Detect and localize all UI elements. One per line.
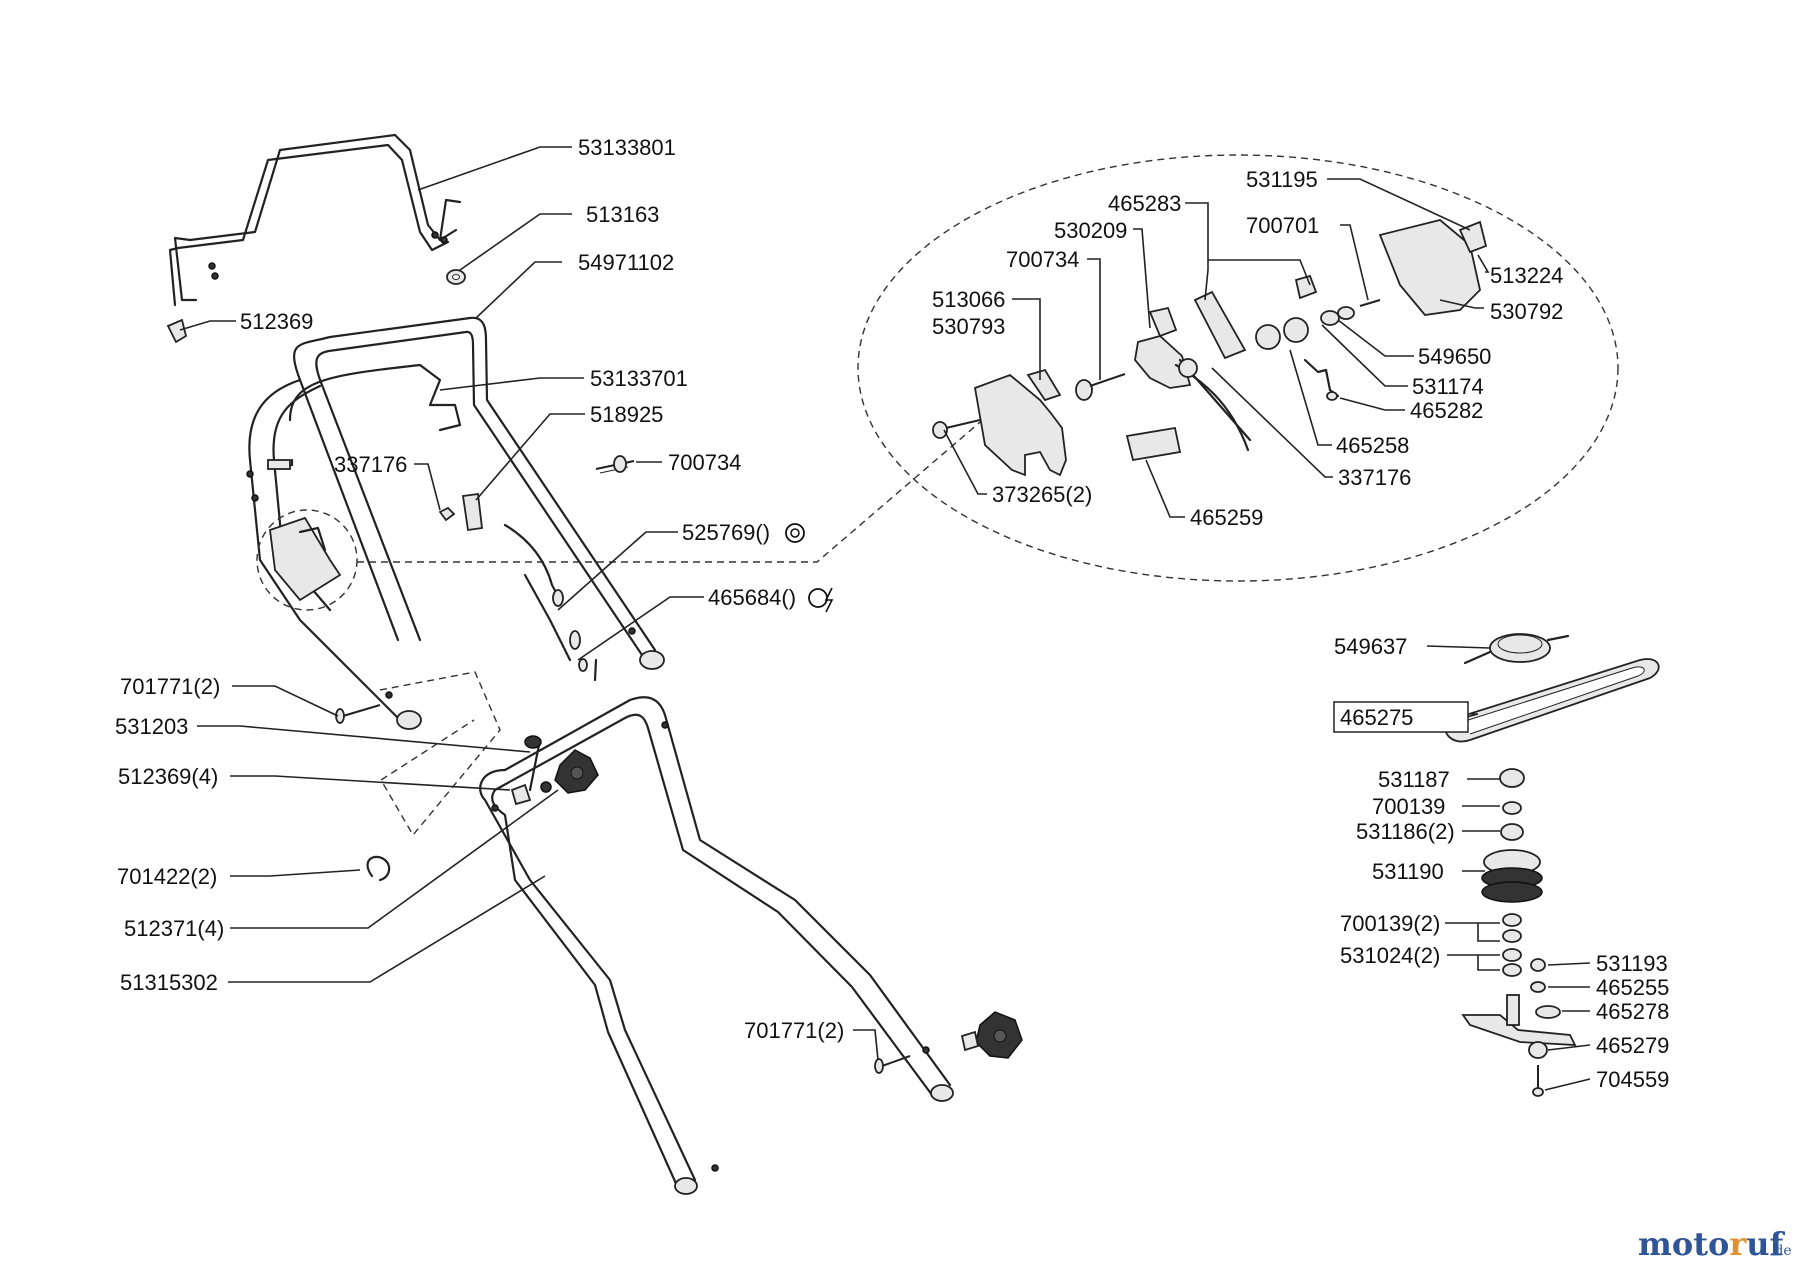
clip-465282 bbox=[1303, 358, 1340, 401]
label-513224: 513224 bbox=[1490, 263, 1563, 288]
logo-text-start: moto bbox=[1638, 1225, 1729, 1263]
label-531186: 531186(2) bbox=[1356, 819, 1455, 844]
nut-337176-left bbox=[438, 506, 456, 522]
label-465275: 465275 bbox=[1340, 705, 1413, 730]
belt-465275 bbox=[1444, 658, 1660, 743]
label-531174: 531174 bbox=[1412, 374, 1484, 399]
label-465259: 465259 bbox=[1190, 505, 1263, 530]
lower-handle-part bbox=[479, 696, 954, 1195]
cross-bar-53133701 bbox=[267, 363, 462, 470]
washer-513163 bbox=[446, 269, 466, 285]
label-54971102: 54971102 bbox=[578, 250, 674, 275]
stack-parts bbox=[1481, 768, 1546, 993]
label-513163: 513163 bbox=[586, 202, 659, 227]
nut-465279 bbox=[1528, 1041, 1548, 1059]
label-465258: 465258 bbox=[1336, 433, 1409, 458]
label-525769: 525769() bbox=[682, 520, 770, 545]
label-373265: 373265(2) bbox=[992, 482, 1092, 507]
bolt-701771-lower bbox=[874, 1055, 911, 1074]
label-465255: 465255 bbox=[1596, 975, 1669, 1000]
spring-465258 bbox=[1255, 317, 1309, 350]
label-337176-left: 337176 bbox=[334, 452, 407, 477]
logo-tld: .de bbox=[1770, 1243, 1792, 1259]
screw-700734-left bbox=[595, 455, 635, 474]
screw-700734-detail bbox=[1075, 373, 1126, 401]
leader-lines bbox=[179, 146, 1591, 1091]
label-531190: 531190 bbox=[1372, 859, 1444, 884]
ring-clip-701422 bbox=[366, 855, 391, 882]
label-531024: 531024(2) bbox=[1340, 943, 1440, 968]
clamp-bolt-531203 bbox=[524, 735, 552, 793]
label-51315302: 51315302 bbox=[120, 970, 218, 995]
spiral-symbol-icon bbox=[785, 523, 805, 543]
logo-text-accent: r bbox=[1729, 1225, 1747, 1263]
label-465275-box bbox=[1333, 701, 1469, 733]
label-530209: 530209 bbox=[1054, 218, 1127, 243]
label-465278: 465278 bbox=[1596, 999, 1669, 1024]
bolt-701771-upper bbox=[335, 704, 381, 724]
label-531203: 531203 bbox=[115, 714, 188, 739]
label-700701: 700701 bbox=[1246, 213, 1319, 238]
control-lever-callout-circle bbox=[256, 509, 358, 611]
star-knob-lower bbox=[975, 1011, 1023, 1059]
cable-525769 bbox=[503, 523, 598, 682]
label-549650: 549650 bbox=[1418, 344, 1491, 369]
bracket-465283 bbox=[1193, 274, 1318, 360]
label-700734-left: 700734 bbox=[668, 450, 741, 475]
bracket-465278 bbox=[1461, 994, 1577, 1046]
lever-bar-337176 bbox=[1178, 358, 1252, 442]
label-549637: 549637 bbox=[1334, 634, 1407, 659]
cover-530792 bbox=[1378, 219, 1481, 316]
insert-513224 bbox=[1458, 220, 1488, 254]
label-337176-detail: 337176 bbox=[1338, 465, 1411, 490]
label-465282: 465282 bbox=[1410, 398, 1483, 423]
clip-512369-lower bbox=[510, 783, 980, 1052]
part-labels: 53133801 513163 54971102 512369 53133701… bbox=[115, 135, 1669, 1092]
label-465283: 465283 bbox=[1108, 191, 1181, 216]
label-530793: 530793 bbox=[932, 314, 1005, 339]
star-knob-512371 bbox=[554, 749, 599, 794]
label-465684: 465684() bbox=[708, 585, 796, 610]
label-530792: 530792 bbox=[1490, 299, 1563, 324]
label-512371: 512371(4) bbox=[124, 916, 224, 941]
label-465259 bbox=[1125, 426, 1182, 462]
washer-549650 bbox=[1320, 306, 1355, 326]
logo-text-end: uf bbox=[1746, 1225, 1785, 1263]
screw-700701 bbox=[1359, 299, 1381, 307]
label-701771-a: 701771(2) bbox=[120, 674, 220, 699]
label-700139: 700139 bbox=[1372, 794, 1445, 819]
main-handle-part bbox=[246, 316, 665, 730]
control-detail-callout bbox=[857, 154, 1619, 582]
label-531187: 531187 bbox=[1378, 767, 1450, 792]
label-531195: 531195 bbox=[1246, 167, 1318, 192]
control-housing-513066 bbox=[973, 368, 1067, 477]
clip-512369-top bbox=[166, 318, 188, 344]
engine-lightning-symbol-icon bbox=[808, 587, 834, 613]
label-53133801: 53133801 bbox=[578, 135, 676, 160]
label-53133701: 53133701 bbox=[590, 366, 688, 391]
label-465279: 465279 bbox=[1596, 1033, 1669, 1058]
bracket-518925 bbox=[461, 492, 483, 532]
motoruf-logo: motoruf .de bbox=[1638, 1225, 1792, 1263]
upper-handle-bar-part bbox=[168, 133, 462, 307]
label-512369-top: 512369 bbox=[240, 309, 313, 334]
screw-373265 bbox=[932, 419, 981, 439]
label-701422: 701422(2) bbox=[117, 864, 217, 889]
svg-text:motoruf: motoruf bbox=[1638, 1225, 1785, 1263]
label-518925: 518925 bbox=[590, 402, 663, 427]
label-700734-detail: 700734 bbox=[1006, 247, 1079, 272]
label-700139-2: 700139(2) bbox=[1340, 911, 1440, 936]
label-701771-b: 701771(2) bbox=[744, 1018, 844, 1043]
label-531193: 531193 bbox=[1596, 951, 1668, 976]
spring-549637 bbox=[1463, 633, 1570, 665]
bolt-704559 bbox=[1532, 1065, 1544, 1097]
label-513066: 513066 bbox=[932, 287, 1005, 312]
control-lever-small bbox=[269, 516, 342, 602]
label-512369-4: 512369(4) bbox=[118, 764, 218, 789]
label-704559: 704559 bbox=[1596, 1067, 1669, 1092]
